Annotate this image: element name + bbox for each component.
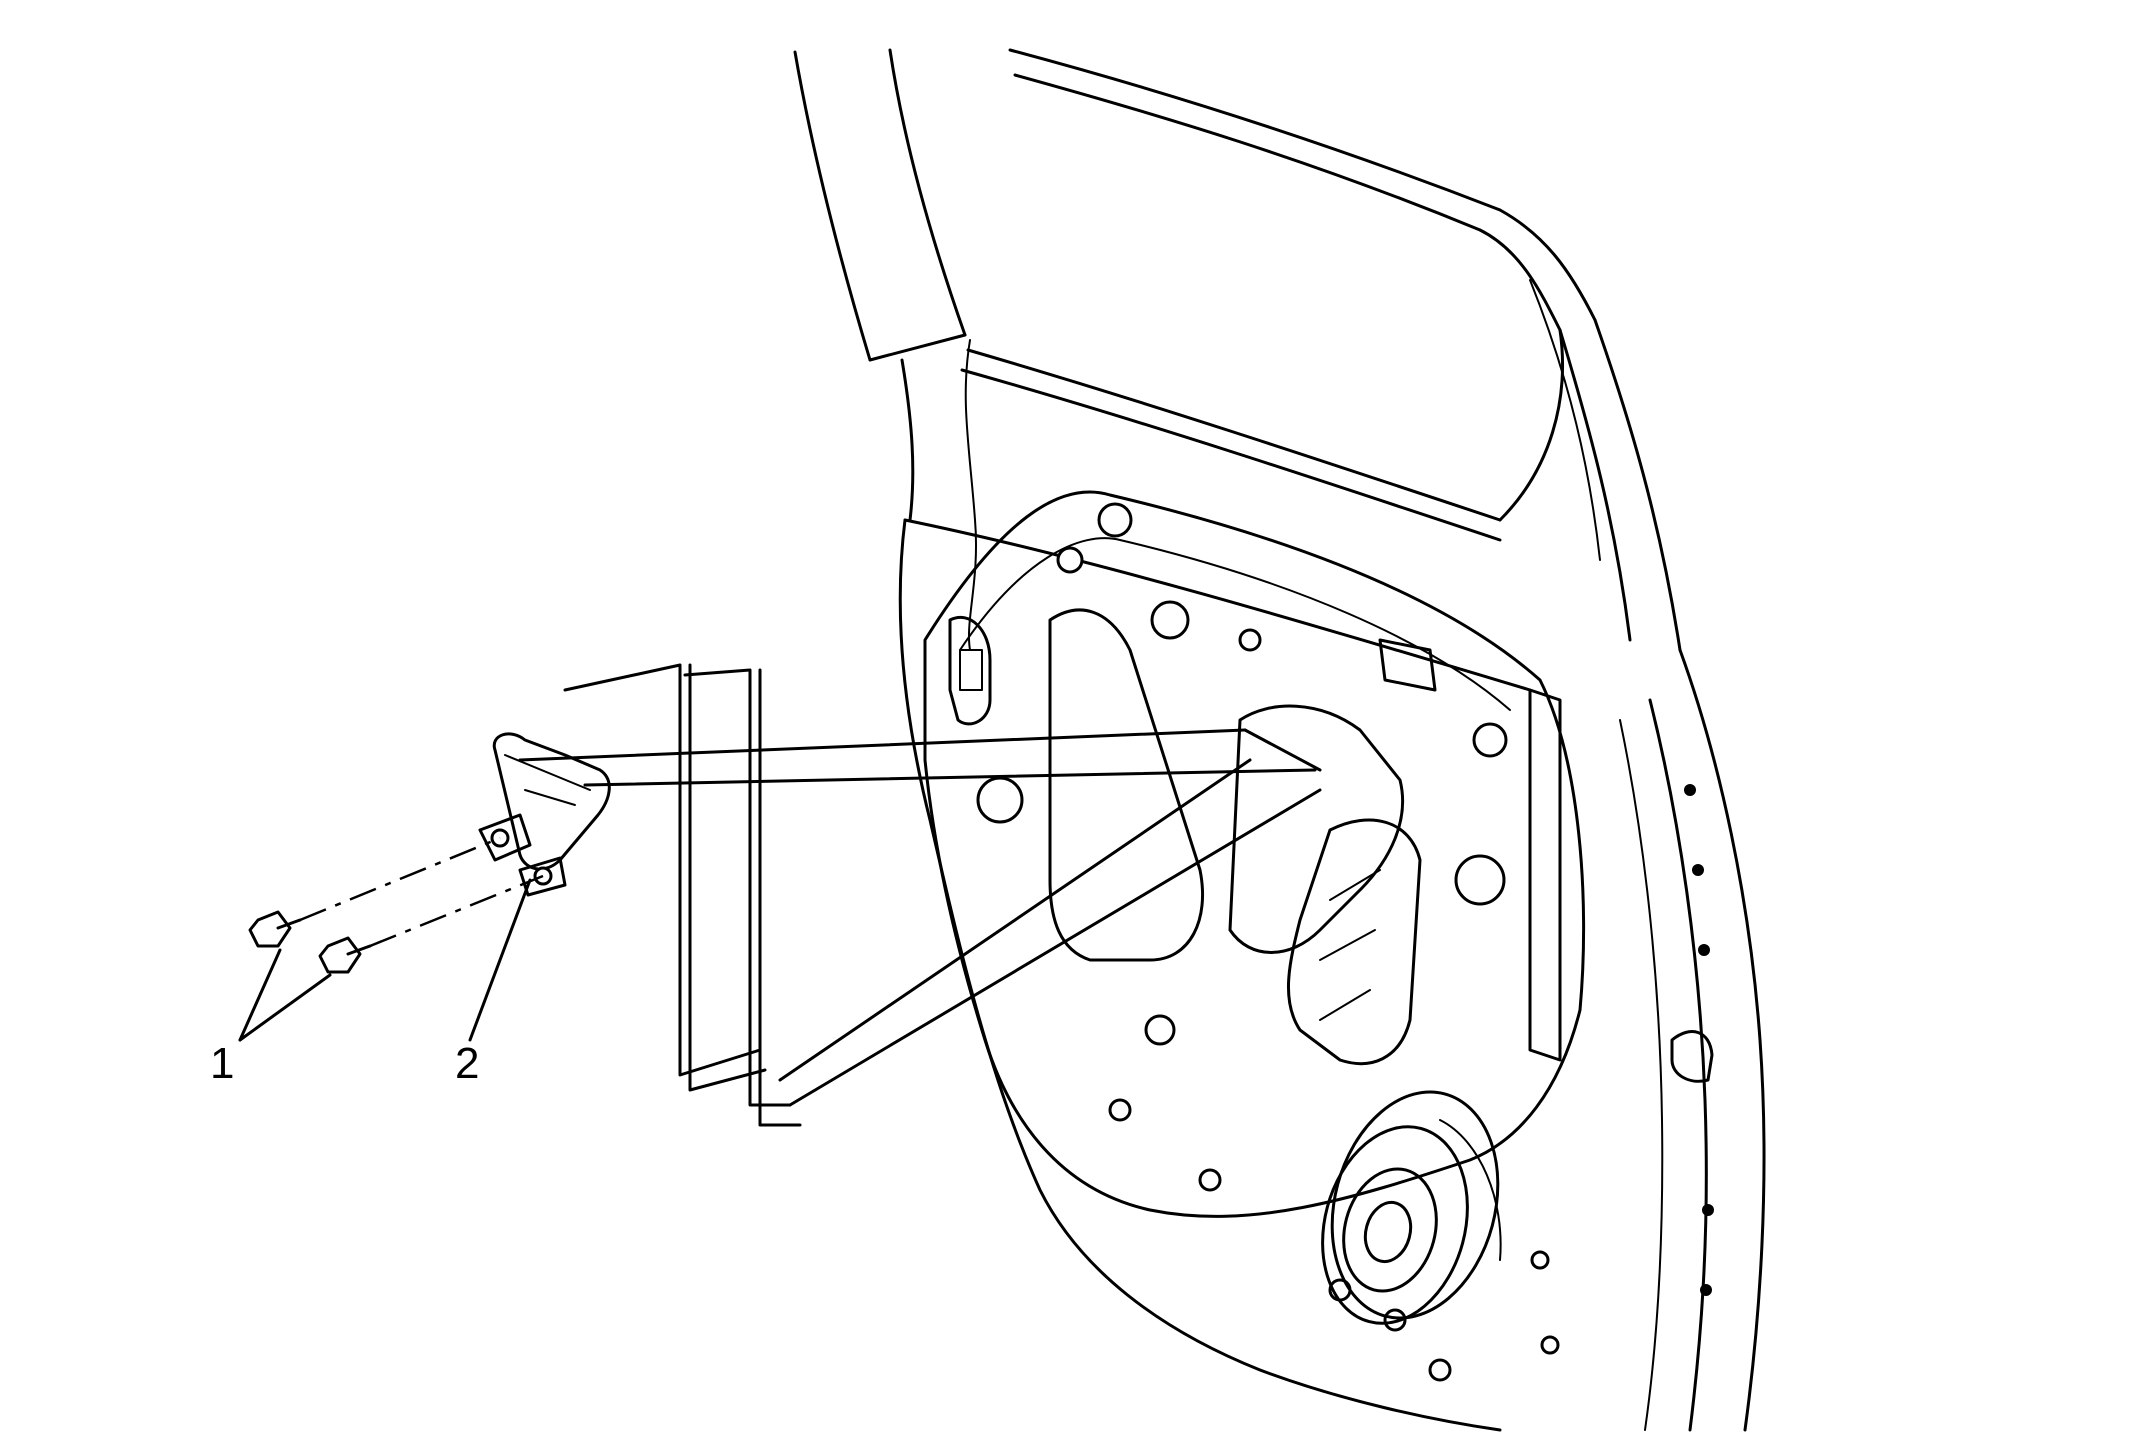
door-shell (898, 518, 1766, 1432)
guide-rail (518, 663, 1322, 1127)
inner-door-panel (923, 339, 1586, 1382)
bolts (248, 836, 544, 974)
bracket (478, 732, 611, 897)
callout-2-bracket: 2 (455, 1039, 480, 1088)
door-window-frame (793, 48, 1682, 692)
callout-1-bolts: 1 (210, 1039, 235, 1088)
leader-lines (238, 878, 532, 1042)
speaker (1321, 1090, 1502, 1325)
